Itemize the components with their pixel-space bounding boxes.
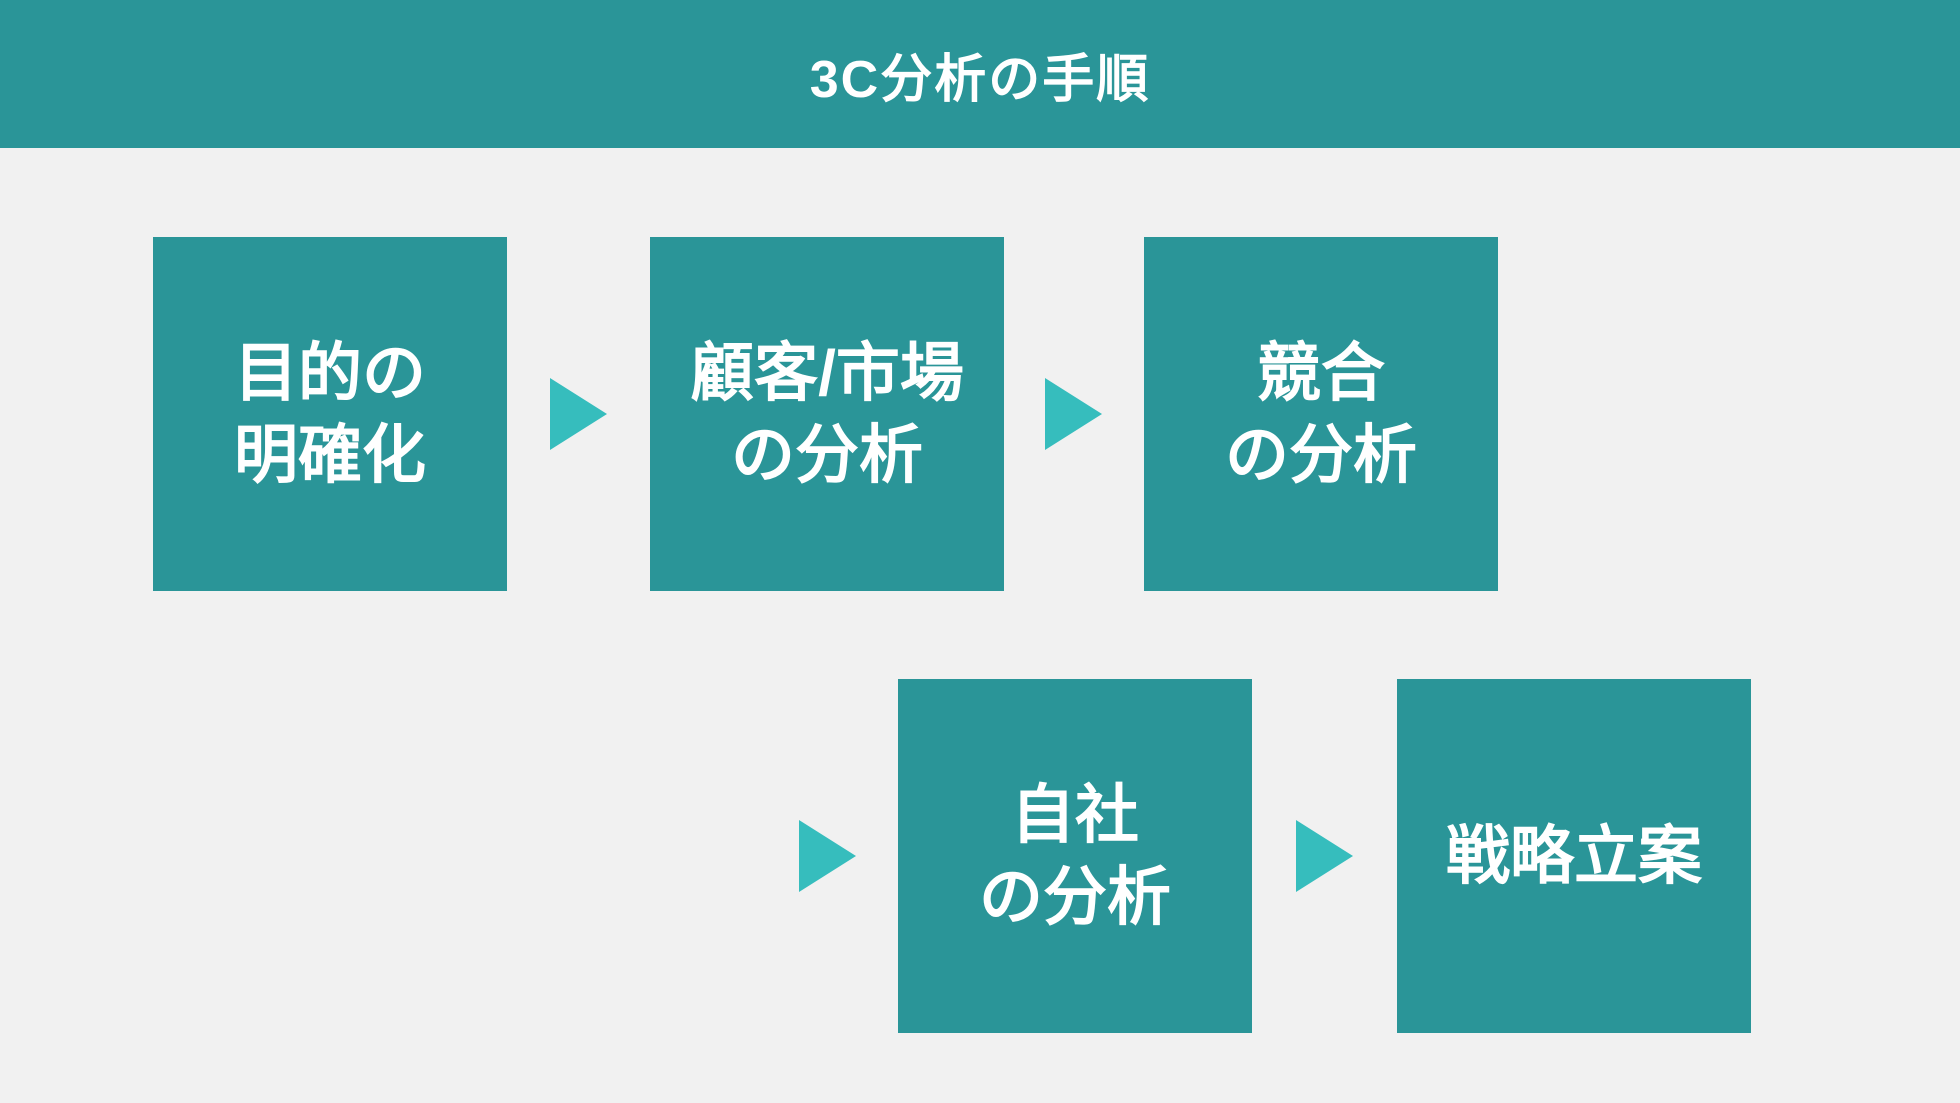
step-label-line: 顧客/市場	[690, 337, 964, 409]
arrow-right-icon	[550, 378, 607, 450]
arrow-right-icon	[799, 820, 856, 892]
step-label-line: 目的の	[234, 337, 426, 409]
step-label-line: 自社	[1011, 779, 1139, 851]
arrow-right-icon	[1045, 378, 1102, 450]
step-box-strategy: 戦略立案	[1397, 679, 1751, 1033]
step-label-line: の分析	[731, 419, 923, 491]
title-banner: 3C分析の手順	[0, 0, 1960, 148]
step-box-purpose: 目的の 明確化	[153, 237, 507, 591]
step-label-line: の分析	[1225, 419, 1417, 491]
step-label-line: 明確化	[234, 419, 426, 491]
step-label-line: 競合	[1257, 337, 1385, 409]
page-title: 3C分析の手順	[809, 50, 1151, 109]
step-box-competitor: 競合 の分析	[1144, 237, 1498, 591]
arrow-right-icon	[1296, 820, 1353, 892]
step-label-line: の分析	[979, 861, 1171, 933]
step-box-company: 自社 の分析	[898, 679, 1252, 1033]
step-label-line: 戦略立案	[1446, 820, 1702, 892]
step-box-customer-market: 顧客/市場 の分析	[650, 237, 1004, 591]
